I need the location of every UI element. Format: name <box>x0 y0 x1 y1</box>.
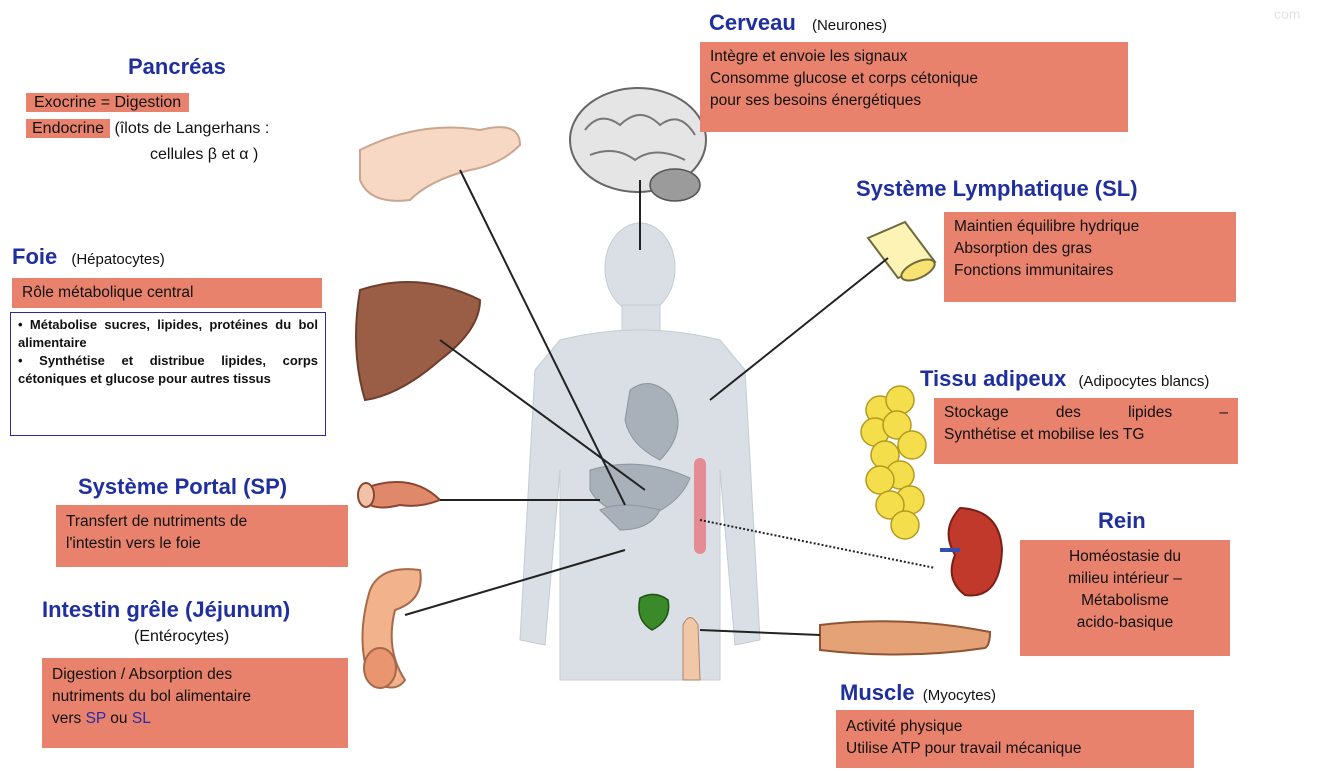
foie-title: Foie (Hépatocytes) <box>12 244 165 270</box>
muscle-title-text: Muscle <box>840 680 915 705</box>
sl-box: Maintien équilibre hydrique Absorption d… <box>944 212 1236 302</box>
cerveau-title-text: Cerveau <box>709 10 796 35</box>
rein-title: Rein <box>1098 508 1146 534</box>
cerveau-title: Cerveau (Neurones) <box>709 10 887 36</box>
thigh-muscle-illustration <box>683 618 700 681</box>
rein-box: Homéostasie du milieu intérieur – Métabo… <box>1020 540 1230 656</box>
intestin-sl-link: SL <box>132 710 151 727</box>
foie-bullet: • Synthétise et distribue lipides, corps… <box>18 352 318 388</box>
pancreas-title: Pancréas <box>128 54 226 80</box>
rein-line: Métabolisme <box>1030 590 1220 612</box>
adipeux-title-text: Tissu adipeux <box>920 366 1066 391</box>
intestin-line: Digestion / Absorption des <box>52 664 338 686</box>
sl-line: Maintien équilibre hydrique <box>954 216 1226 238</box>
intestin-sp-link: SP <box>86 710 106 727</box>
intestine-illustration <box>363 569 421 688</box>
sp-line: Transfert de nutriments de <box>66 511 338 533</box>
sl-line: Absorption des gras <box>954 238 1226 260</box>
intestin-subtitle: (Entérocytes) <box>134 628 229 646</box>
rein-line: acido-basique <box>1030 612 1220 634</box>
vessel-pink <box>694 458 706 554</box>
muscle-line: Utilise ATP pour travail mécanique <box>846 738 1184 760</box>
pancreas-exocrine: Exocrine = Digestion <box>26 93 189 112</box>
muscle-subtitle: (Myocytes) <box>923 687 996 704</box>
cerveau-line: pour ses besoins énergétiques <box>710 90 1118 112</box>
watermark-text: com <box>1274 6 1300 22</box>
rein-line: milieu intérieur – <box>1030 568 1220 590</box>
pancreas-illustration <box>360 127 520 201</box>
pancreas-text: Exocrine = Digestion Endocrine (îlots de… <box>26 90 269 168</box>
intestin-title: Intestin grêle (Jéjunum) <box>42 597 290 623</box>
intestin-line3: vers SP ou SL <box>52 708 338 730</box>
adipeux-line: Synthétise et mobilise les TG <box>944 424 1228 446</box>
sp-title: Système Portal (SP) <box>78 474 287 500</box>
intestin-ou: ou <box>106 710 132 727</box>
brain-illustration <box>570 88 706 201</box>
foie-detail-box: • Métabolise sucres, lipides, protéines … <box>10 312 326 436</box>
foie-role: Rôle métabolique central <box>22 282 312 304</box>
intestin-box: Digestion / Absorption des nutriments du… <box>42 658 348 748</box>
muscle-box: Activité physique Utilise ATP pour trava… <box>836 710 1194 768</box>
pancreas-endocrine: Endocrine <box>26 119 110 138</box>
foie-title-text: Foie <box>12 244 57 269</box>
cerveau-subtitle: (Neurones) <box>812 17 887 34</box>
liver-illustration <box>356 282 480 400</box>
foie-bullet: • Métabolise sucres, lipides, protéines … <box>18 316 318 352</box>
intestin-vers: vers <box>52 710 86 727</box>
foie-subtitle: (Hépatocytes) <box>71 251 164 268</box>
lymph-vessel-illustration <box>868 222 938 285</box>
sp-line: l'intestin vers le foie <box>66 533 338 555</box>
foie-role-box: Rôle métabolique central <box>12 278 322 308</box>
sp-box: Transfert de nutriments de l'intestin ve… <box>56 505 348 567</box>
intestin-line: nutriments du bol alimentaire <box>52 686 338 708</box>
muscle-title: Muscle (Myocytes) <box>840 680 996 706</box>
kidney-illustration <box>940 508 1002 595</box>
sl-title: Système Lymphatique (SL) <box>856 176 1138 202</box>
pancreas-endocrine-note2: cellules β et α ) <box>26 142 269 168</box>
pancreas-endocrine-note: (îlots de Langerhans : <box>115 120 270 137</box>
portal-vessel-illustration <box>358 482 440 508</box>
adipeux-subtitle: (Adipocytes blancs) <box>1078 373 1209 390</box>
sl-line: Fonctions immunitaires <box>954 260 1226 282</box>
muscle-illustration <box>820 621 990 654</box>
cerveau-line: Consomme glucose et corps cétonique <box>710 68 1118 90</box>
rein-line: Homéostasie du <box>1030 546 1220 568</box>
muscle-line: Activité physique <box>846 716 1184 738</box>
adipose-illustration <box>861 386 926 539</box>
adipeux-box: Stockage des lipides – Synthétise et mob… <box>934 398 1238 464</box>
cerveau-line: Intègre et envoie les signaux <box>710 46 1118 68</box>
adipeux-line: Stockage des lipides – <box>944 402 1228 424</box>
adipeux-title: Tissu adipeux (Adipocytes blancs) <box>920 366 1209 392</box>
cerveau-box: Intègre et envoie les signaux Consomme g… <box>700 42 1128 132</box>
